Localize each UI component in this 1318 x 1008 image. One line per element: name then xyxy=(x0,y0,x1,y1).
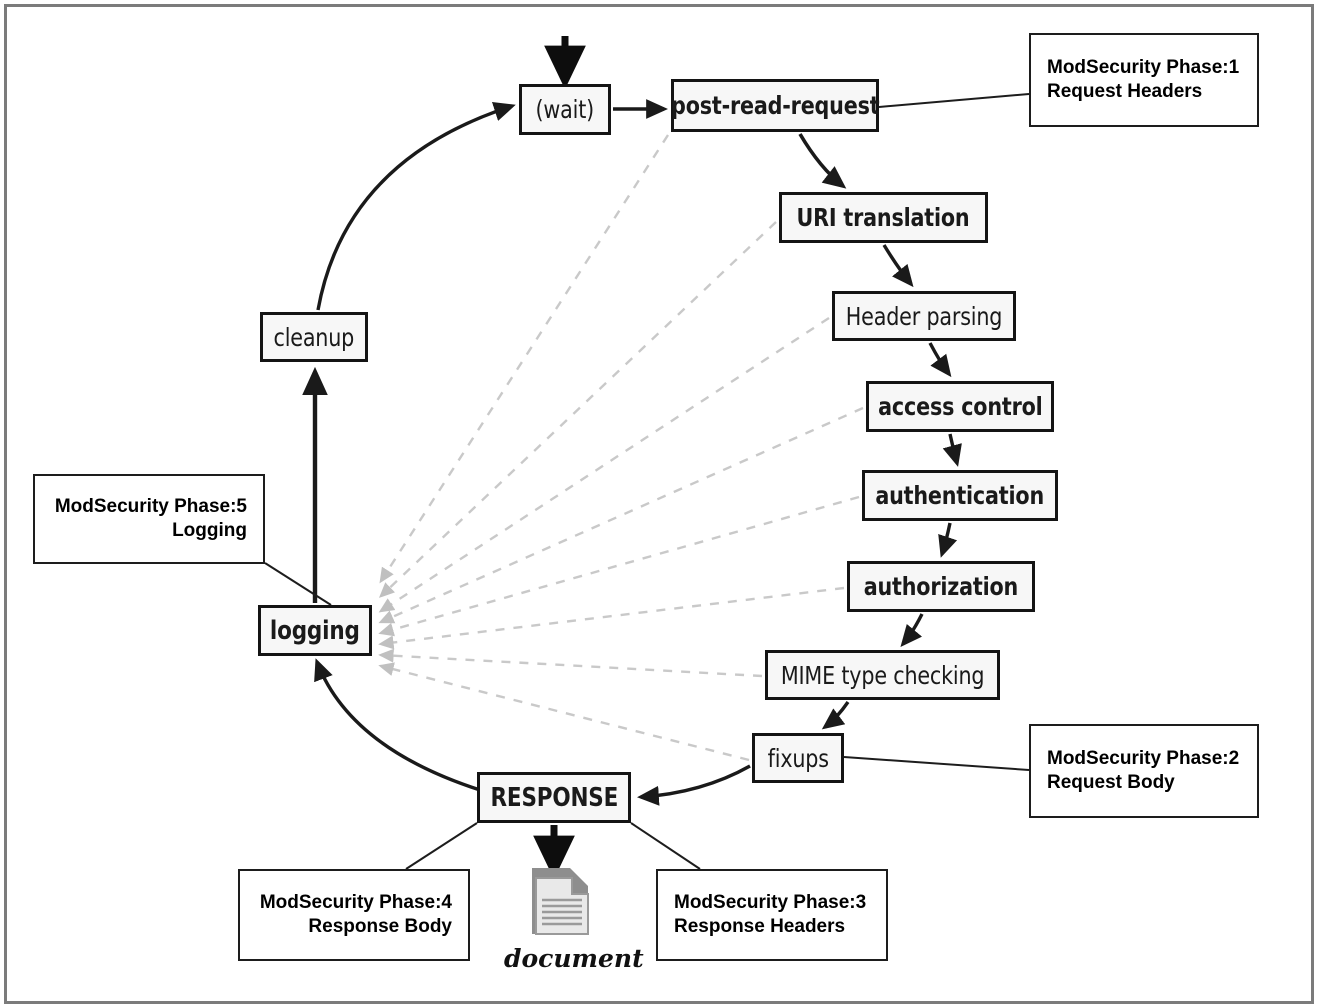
callout-phase-1-line1: ModSecurity Phase:1 xyxy=(1047,56,1240,78)
edge-fixups-to-response xyxy=(637,764,751,806)
callout-phase-3-line1: ModSecurity Phase:3 xyxy=(674,891,867,913)
node-uri-translation[interactable]: URI translation xyxy=(779,192,988,243)
callout-phase-3-line2: Response Headers xyxy=(674,916,846,937)
callout-phase-1-line2: Request Headers xyxy=(1047,81,1203,102)
edge-authentication-to-authorization xyxy=(938,522,958,558)
callout-phase-4-line1: ModSecurity Phase:4 xyxy=(259,891,452,913)
edge-mime-type-checking-to-fixups xyxy=(821,701,850,730)
node-response[interactable]: RESPONSE xyxy=(477,772,631,823)
node-post-read-request-label: post-read-request xyxy=(670,91,880,120)
dashed-edge-fixups-to-logging xyxy=(378,662,750,762)
edge-post-read-request-to-uri-translation xyxy=(798,133,847,189)
dashed-edge-authentication-to-logging xyxy=(378,495,860,637)
node-fixups[interactable]: fixups xyxy=(752,733,844,783)
edge-response-to-logging xyxy=(314,658,481,792)
edge-uri-translation-to-header-parsing xyxy=(882,244,914,288)
callout-phase-2-line1: ModSecurity Phase:2 xyxy=(1047,747,1240,769)
node-authorization[interactable]: authorization xyxy=(847,561,1035,612)
node-access-control[interactable]: access control xyxy=(866,381,1054,432)
callout-modsecurity-phase-5: ModSecurity Phase:5 Logging xyxy=(33,474,265,564)
node-cleanup[interactable]: cleanup xyxy=(260,312,368,362)
dashed-edge-access-control-to-logging xyxy=(378,406,864,624)
callout-phase-4-line2: Response Body xyxy=(308,916,452,937)
leader-line-phase-2 xyxy=(843,756,1030,771)
node-logging[interactable]: logging xyxy=(258,605,372,656)
edge-header-parsing-to-access-control xyxy=(928,342,952,378)
node-response-label: RESPONSE xyxy=(490,782,618,813)
dashed-edge-header-parsing-to-logging xyxy=(378,316,830,613)
leader-line-phase-5 xyxy=(264,562,332,606)
node-access-control-label: access control xyxy=(877,392,1043,421)
dashed-edge-mime-type-checking-to-logging xyxy=(378,648,763,678)
node-header-parsing-label: Header parsing xyxy=(845,301,1003,331)
callout-leader-lines xyxy=(264,93,1030,870)
dashed-edge-uri-translation-to-logging xyxy=(378,221,777,598)
callout-modsecurity-phase-1: ModSecurity Phase:1 Request Headers xyxy=(1029,33,1259,127)
callout-modsecurity-phase-4: ModSecurity Phase:4 Response Body xyxy=(238,869,470,961)
callout-phase-5-line2: Logging xyxy=(172,520,247,541)
callout-phase-5-line1: ModSecurity Phase:5 xyxy=(54,495,247,517)
node-post-read-request[interactable]: post-read-request xyxy=(671,79,879,132)
document-label: document xyxy=(504,944,644,973)
node-mime-type-checking-label: MIME type checking xyxy=(780,660,985,690)
node-authentication-label: authentication xyxy=(875,481,1045,510)
leader-line-phase-1 xyxy=(878,93,1030,108)
dashed-edge-authorization-to-logging xyxy=(378,586,845,650)
callout-phase-2-line2: Request Body xyxy=(1047,772,1175,793)
leader-line-phase-3 xyxy=(630,822,701,870)
edge-authorization-to-mime-type-checking xyxy=(900,613,924,648)
leader-line-phase-4 xyxy=(405,822,478,870)
node-wait[interactable]: (wait) xyxy=(519,84,611,135)
callout-modsecurity-phase-2: ModSecurity Phase:2 Request Body xyxy=(1029,724,1259,818)
edge-access-control-to-authentication xyxy=(942,433,962,467)
callout-modsecurity-phase-3: ModSecurity Phase:3 Response Headers xyxy=(656,869,888,961)
node-uri-translation-label: URI translation xyxy=(797,203,970,232)
node-cleanup-label: cleanup xyxy=(273,322,355,352)
node-header-parsing[interactable]: Header parsing xyxy=(832,291,1016,341)
dashed-logging-edges xyxy=(378,134,864,762)
node-authentication[interactable]: authentication xyxy=(862,470,1058,521)
edge-cleanup-to-wait xyxy=(316,102,516,311)
node-authorization-label: authorization xyxy=(863,572,1019,601)
node-logging-label: logging xyxy=(270,615,360,646)
node-mime-type-checking[interactable]: MIME type checking xyxy=(765,650,1000,700)
document-icon xyxy=(532,868,589,935)
node-wait-label: (wait) xyxy=(535,95,595,124)
node-fixups-label: fixups xyxy=(767,743,829,773)
